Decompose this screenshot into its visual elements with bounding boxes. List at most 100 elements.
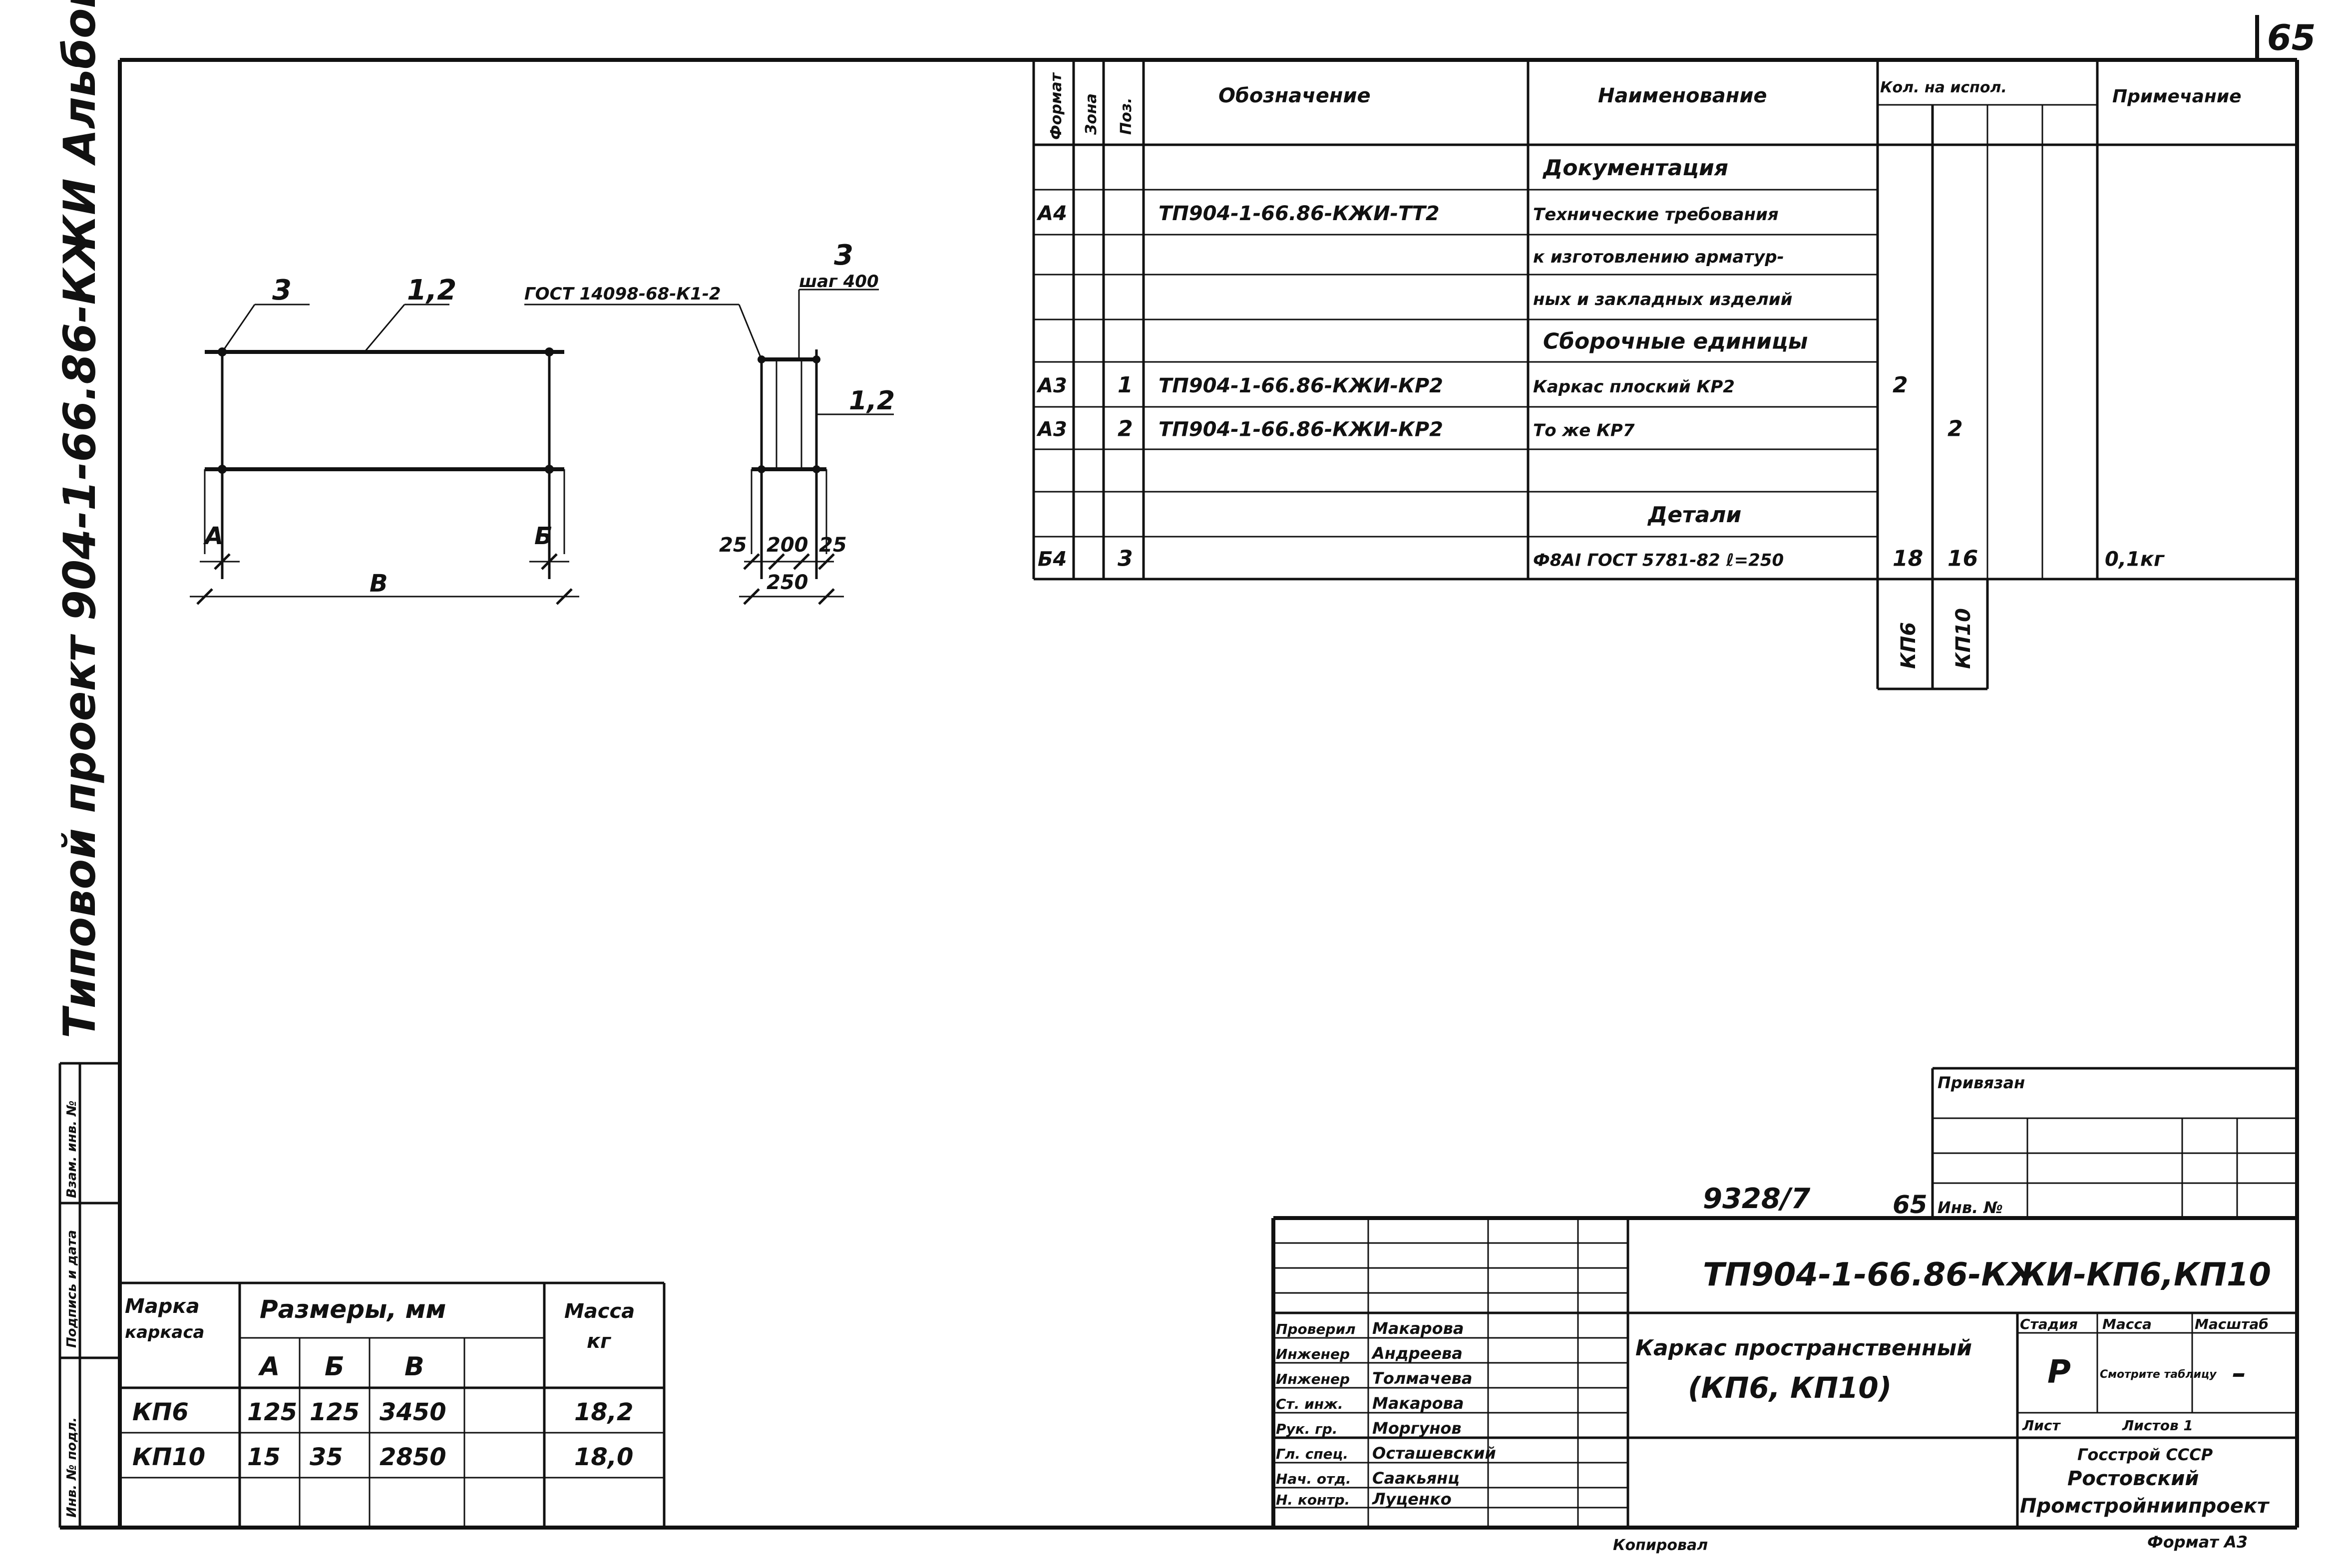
mass-h-mark-1: Марка [125,1295,200,1318]
spec-header-format: Формат [1048,72,1065,140]
mass-cell-a: 125 [247,1398,297,1426]
qty-col-kp6: КП6 [1897,622,1920,669]
dim-v: В [370,570,388,598]
signer-name: Макарова [1372,1394,1464,1413]
mass-col-b: Б [325,1352,345,1382]
spec-cell-designation: ТП904-1-66.86-КЖИ-ТТ2 [1159,202,1440,225]
sheet-number: 65 [2267,17,2316,58]
signer-role: Нач. отд. [1276,1471,1351,1487]
signer-role: Гл. спец. [1276,1446,1348,1462]
weld-point [218,465,227,474]
inv-sheet: 65 [1893,1190,1928,1219]
mass-cell-mark: КП6 [132,1398,189,1426]
tb-org-2: Ростовский [2067,1467,2199,1490]
mass-cell-v: 3450 [380,1398,446,1426]
signer-name: Саакьянц [1372,1469,1460,1488]
tb-title-1: Каркас пространственный [1635,1335,1972,1361]
privyazan-label: Привязан [1938,1073,2025,1092]
spec-cell-pos: 1 [1118,372,1133,398]
spec-header-zone: Зона [1083,93,1100,135]
mass-cell-v: 2850 [380,1443,446,1471]
spec-cell-name: к изготовлению арматур- [1533,247,1784,267]
spec-header-qty: Кол. на испол. [1880,79,2007,96]
mass-cell-mass: 18,2 [574,1398,633,1426]
label-gost: ГОСТ 14098-68-К1-2 [524,284,721,304]
side-stamp-vzam: Взам. инв. № [64,1101,79,1199]
signer-role: Н. контр. [1276,1492,1350,1508]
inv-label: Инв. № [1938,1198,2003,1217]
spec-cell-name: Ф8АI ГОСТ 5781-82 ℓ=250 [1533,551,1784,571]
signer-role: Рук. гр. [1276,1421,1337,1437]
spec-cell-name: То же КР7 [1533,421,1635,441]
tb-stage-label: Стадия [2020,1316,2078,1332]
mass-table [120,1283,664,1528]
signer-name: Моргунов [1372,1419,1462,1438]
spec-cell-name: Сборочные единицы [1543,329,1808,354]
section-drawing [524,290,894,604]
format-label: Формат А3 [2147,1533,2248,1552]
weld-point [545,347,554,356]
qty-col-kp10: КП10 [1952,608,1975,669]
spec-cell-format: А3 [1036,418,1067,441]
weld-point [758,465,766,473]
spec-cell-format: А3 [1036,374,1067,397]
mass-cell-b: 125 [310,1398,360,1426]
weld-point [812,465,820,473]
spec-cell-designation: ТП904-1-66.86-КЖИ-КР2 [1159,418,1443,441]
tb-mass-value: Смотрите таблицу [2100,1368,2217,1381]
inv-number: 9328/7 [1703,1183,1810,1215]
spec-cell-pos: 3 [1118,546,1133,572]
mass-cell-mark: КП10 [132,1443,205,1471]
privyazan-block [1933,1068,2297,1218]
dim-25a: 25 [719,534,747,557]
label-pos12: 1,2 [407,274,456,307]
side-stamp-inv: Инв. № подл. [64,1417,79,1518]
label-step: шаг 400 [799,272,879,292]
spec-cell-note: 0,1кг [2105,548,2165,571]
mass-col-a: А [258,1352,280,1382]
side-stamp-sign: Подпись и дата [64,1230,79,1348]
signer-name: Толмачева [1372,1369,1473,1388]
tb-scale-value: – [2232,1357,2246,1390]
spec-cell-qty-kp6: 2 [1893,372,1908,398]
spec-header-note: Примечание [2112,86,2242,107]
tb-scale-label: Масштаб [2195,1316,2269,1332]
spec-header-name: Наименование [1598,84,1767,107]
dim-25b: 25 [819,534,847,557]
mass-cell-mass: 18,0 [574,1443,633,1471]
copied-label: Копировал [1613,1537,1708,1554]
spec-cell-qty-kp10: 2 [1947,416,1963,442]
frame-drawing [190,305,579,604]
spec-table [1034,60,2297,689]
signer-role: Проверил [1276,1321,1356,1337]
weld-point [812,355,820,363]
spec-cell-qty-kp10: 16 [1947,546,1978,572]
tb-sheets-label: Листов 1 [2122,1417,2193,1434]
mass-h-mark-2: каркаса [125,1322,204,1342]
spec-cell-designation: ТП904-1-66.86-КЖИ-КР2 [1159,374,1443,397]
label-pos3: 3 [272,274,292,307]
mass-h-sizes: Размеры, мм [260,1295,446,1324]
side-title: Типовой проект 904-1-66.86-КЖИ Альбом 7 [54,0,105,1038]
tb-org-3: Промстройниипроект [2020,1495,2270,1518]
dim-250: 250 [767,571,808,594]
spec-cell-name: Документация [1542,155,1728,181]
spec-header-pos: Поз. [1118,97,1135,135]
mass-h-mass-1: Масса [564,1300,635,1323]
tb-sheet-label: Лист [2022,1417,2061,1434]
signer-name: Макарова [1372,1319,1464,1338]
signer-role: Ст. инж. [1276,1396,1343,1412]
dim-200: 200 [767,534,808,557]
title-block [1273,1218,2297,1528]
spec-cell-name: Каркас плоский КР2 [1533,377,1735,397]
spec-cell-format: Б4 [1038,548,1067,571]
spec-cell-format: А4 [1036,202,1067,225]
signer-role: Инженер [1276,1371,1350,1387]
weld-point [545,465,554,474]
mass-col-v: В [404,1352,424,1382]
dim-b: Б [534,522,553,550]
label-pos3b: 3 [834,239,853,272]
